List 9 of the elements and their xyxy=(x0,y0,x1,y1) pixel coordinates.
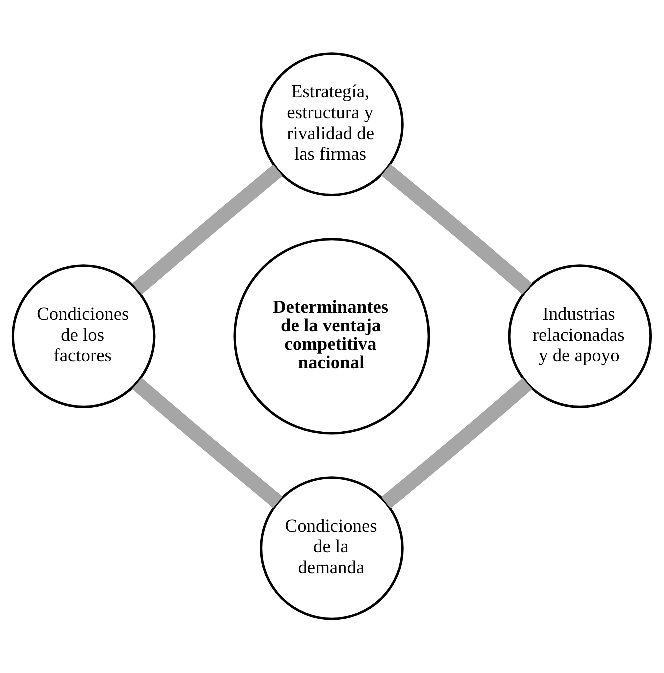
node-circle: Condiciones de la demanda xyxy=(260,476,404,620)
node-circle: Condiciones de los factores xyxy=(12,264,156,408)
node-circle: Estrategía, estructura y rivalidad de las firmas xyxy=(260,52,404,196)
connector xyxy=(132,164,283,295)
node-circle: Determinantes de la ventaja competitiva nacional xyxy=(234,238,430,435)
connector xyxy=(132,378,283,508)
node-circle: Industrias relacionadas y de apoyo xyxy=(508,264,652,408)
connector xyxy=(381,164,532,295)
connector xyxy=(381,378,532,509)
